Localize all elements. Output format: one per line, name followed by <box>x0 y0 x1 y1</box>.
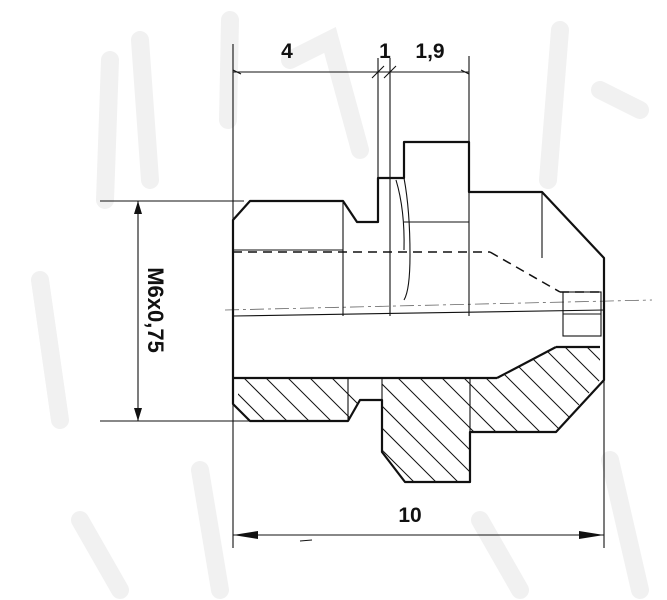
hatch-line <box>624 340 667 500</box>
dim-thread-length: 4 <box>281 40 293 63</box>
dim-groove-width: 1 <box>379 40 391 63</box>
hatch-line <box>425 347 587 482</box>
hatch-line <box>646 340 667 500</box>
dim-hex-width: 1,9 <box>415 40 444 63</box>
hatch-line <box>52 340 212 500</box>
background-texture <box>31 11 649 599</box>
end-bore <box>562 291 602 337</box>
hatch-line <box>491 347 600 482</box>
hatch-line <box>403 347 565 482</box>
thread-dimension-line <box>134 201 142 421</box>
part-lower-section <box>52 300 667 500</box>
overall-dimension-line <box>233 531 604 542</box>
hatch-line <box>359 347 521 482</box>
hatch-line <box>557 347 600 482</box>
hatch-line <box>337 347 499 482</box>
hatch-line <box>535 347 600 482</box>
hatch-line <box>579 347 600 482</box>
part-upper-view <box>231 140 606 317</box>
center-line <box>224 299 653 311</box>
hatch-line <box>381 347 543 482</box>
dim-overall-length: 10 <box>398 504 421 527</box>
hidden-lines <box>233 251 604 293</box>
hatch-line <box>447 347 600 482</box>
hatch-line <box>513 347 600 482</box>
top-dimension-line <box>232 65 470 79</box>
dim-thread-spec: M6x0,75 <box>143 267 168 353</box>
